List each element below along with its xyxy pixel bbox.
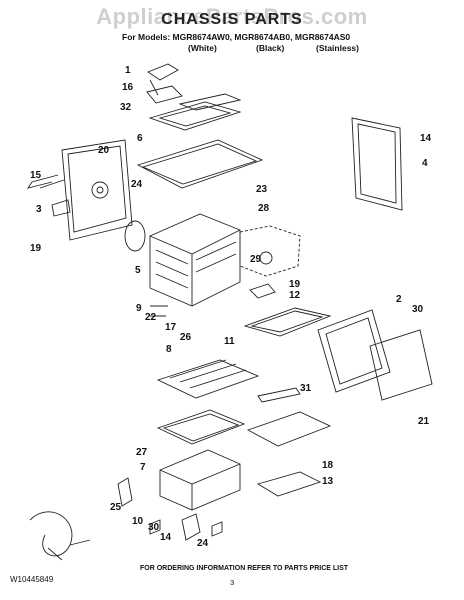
callout-3: 3 [36,204,42,215]
color-black: (Black) [256,43,285,53]
callout-32: 32 [120,102,132,113]
part-back-panel [61,139,133,241]
callout-23: 23 [256,184,268,195]
part-oven-cavity [149,213,241,307]
callout-6: 6 [137,133,143,144]
callout-14: 14 [420,133,432,144]
callout-29: 29 [250,254,262,265]
diagram-title: CHASSIS PARTS [161,11,303,28]
callout-5: 5 [135,265,141,276]
part-door-frame [317,309,391,393]
callout-12: 12 [289,290,301,301]
part-3 [51,199,71,217]
page-number: 3 [230,578,235,587]
callout-19: 19 [30,243,42,254]
callout-14b: 14 [160,532,172,543]
callout-1: 1 [125,65,131,76]
callout-20: 20 [98,145,110,156]
part-element [257,387,301,403]
part-18 [246,411,332,447]
watermark: AppliancePartsPros.com [96,4,368,29]
callout-27: 27 [136,447,148,458]
callout-22: 22 [145,312,157,323]
callout-19b: 19 [289,279,301,290]
callout-17: 17 [165,322,177,333]
part-rack [156,359,260,399]
part-top-plate [136,139,264,189]
doc-number: W10445849 [10,575,54,584]
callout-31: 31 [300,383,312,394]
part-harness [29,511,91,561]
callout-24: 24 [131,179,143,190]
part-valve [239,225,301,277]
color-white: (White) [188,43,217,53]
part-bottom-plate [156,409,246,445]
part-5 [124,220,146,252]
callout-8: 8 [166,344,172,355]
callout-21: 21 [418,416,430,427]
callout-30b: 30 [148,522,160,533]
part-burner-box [159,449,241,511]
callout-10: 10 [132,516,144,527]
callout-30: 30 [412,304,424,315]
callout-16: 16 [122,82,134,93]
models-line: For Models: MGR8674AW0, MGR8674AB0, MGR8… [122,32,351,42]
color-stainless: (Stainless) [316,43,359,53]
part-side-panel [351,117,403,211]
callout-24b: 24 [197,538,209,549]
callout-18: 18 [322,460,334,471]
part-7 [117,477,133,507]
part-door-glass [369,329,433,401]
callout-13: 13 [322,476,334,487]
callout-11: 11 [224,336,235,347]
callout-7: 7 [140,462,146,473]
callout-26: 26 [180,332,192,343]
part-16 [146,85,183,104]
callout-28: 28 [258,203,270,214]
part-32b [178,93,242,111]
part-frame [243,307,332,337]
ordering-note: FOR ORDERING INFORMATION REFER TO PARTS … [140,565,349,572]
part-bracket [147,63,179,96]
callout-25: 25 [110,502,122,513]
callout-4: 4 [422,158,428,169]
part-13 [256,471,322,497]
part-32 [148,101,242,131]
callout-9: 9 [136,303,142,314]
callout-2: 2 [396,294,402,305]
callout-15: 15 [30,170,42,181]
